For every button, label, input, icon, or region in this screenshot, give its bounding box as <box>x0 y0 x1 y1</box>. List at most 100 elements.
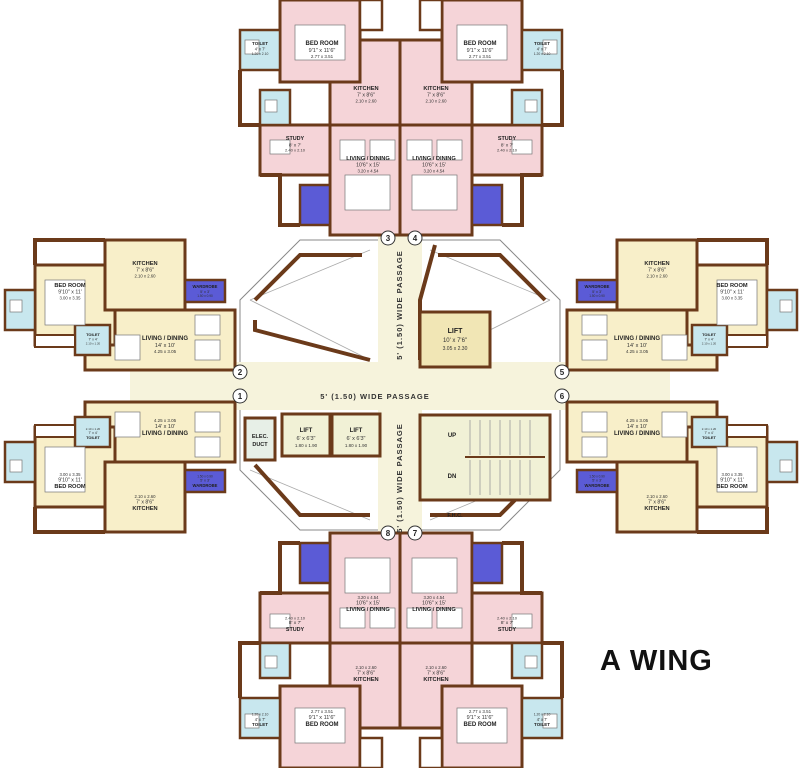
lobby-wall <box>253 463 370 517</box>
elec-duct-line1: ELEC. <box>252 434 269 440</box>
furniture <box>264 655 278 669</box>
room-name: LIVING / DINING <box>346 607 390 613</box>
wardrobe-small <box>726 424 768 438</box>
flat-marker-circle <box>407 525 423 541</box>
furniture <box>194 411 221 433</box>
furniture <box>411 557 458 594</box>
flat-marker-circle <box>554 388 570 404</box>
room-dim: 10'6" x 15' <box>356 601 380 607</box>
lobby-wall <box>253 320 371 362</box>
furniture <box>661 334 688 361</box>
furniture <box>456 707 508 744</box>
room-name: LIVING / DINING <box>142 336 188 342</box>
outer-wall <box>33 507 105 534</box>
room-metric: 2.40 x 2.10 <box>285 148 306 153</box>
outer-wall <box>33 238 105 265</box>
room-metric: 2.10 x 1.20 <box>86 341 101 345</box>
furniture <box>114 411 141 438</box>
room-dim: 4' x 7' <box>255 717 266 722</box>
room-name: BED ROOM <box>716 283 748 289</box>
room-dim: 9'10" x 11' <box>58 478 81 484</box>
room-metric: 3.20 x 4.54 <box>357 168 379 173</box>
room-metric: 4.25 x 3.05 <box>154 418 177 423</box>
lobby-line <box>249 469 371 521</box>
outer-wall <box>542 70 564 127</box>
furniture <box>369 607 396 629</box>
furniture <box>524 99 538 113</box>
furniture <box>406 139 433 161</box>
toilet-inner <box>73 415 112 449</box>
elec-duct <box>243 416 277 462</box>
room-metric: 2.10 x 1.20 <box>702 427 717 431</box>
room-dim: 10'6" x 15' <box>422 163 446 169</box>
flat-marker-5: 5 <box>554 364 570 380</box>
room-dim: 8' x 7' <box>289 620 302 626</box>
room-name: KITCHEN <box>353 677 378 683</box>
room-name: KITCHEN <box>353 86 378 92</box>
outer-wall <box>697 238 769 265</box>
room-metric: 2.77 x 3.51 <box>469 54 492 59</box>
flat-number: 4 <box>413 234 418 243</box>
outer-wall <box>502 173 542 227</box>
room-name: STUDY <box>286 136 305 142</box>
kitchen <box>615 460 699 534</box>
room-dim: 9'10" x 11' <box>720 290 743 296</box>
room-name: KITCHEN <box>132 506 157 512</box>
flat-marker-circle <box>380 230 396 246</box>
room-name: TOILET <box>534 722 550 727</box>
furniture <box>511 613 533 629</box>
room-metric: 2.10 x 2.60 <box>134 494 156 499</box>
flat-marker-circle <box>232 364 248 380</box>
room-name: KITCHEN <box>644 506 669 512</box>
room-dim: 7' x 8'6" <box>427 93 445 99</box>
furniture <box>194 436 221 458</box>
furniture <box>264 99 278 113</box>
room-metric: 3.20 x 4.54 <box>423 595 445 600</box>
room-name: TOILET <box>534 41 550 46</box>
stair-dn-label: DN <box>448 474 457 480</box>
outer-wall <box>260 541 300 595</box>
furniture <box>44 446 86 493</box>
room-name: TOILET <box>702 435 716 440</box>
outer-wall <box>238 641 260 698</box>
room-dim: 7' x 8'6" <box>357 93 375 99</box>
room-dim: 4' x 7' <box>537 717 548 722</box>
flat-number: 7 <box>413 529 418 538</box>
outer-wall <box>260 173 300 227</box>
room-metric: 2.10 x 2.60 <box>355 98 377 103</box>
furniture <box>511 139 533 155</box>
room-name: LIVING / DINING <box>142 431 188 437</box>
lift-a-dim: 6' x 6'3" <box>296 436 315 442</box>
furniture <box>344 557 391 594</box>
room-dim: 7' x 8'6" <box>648 500 666 506</box>
room-metric: 1.50 x 0.90 <box>197 294 213 298</box>
wing-title: A WING <box>600 645 713 677</box>
room-name: STUDY <box>498 627 517 633</box>
furniture <box>369 139 396 161</box>
room-metric: 2.77 x 3.51 <box>311 54 334 59</box>
room-metric: 1.50 x 0.90 <box>589 474 605 478</box>
wardrobe <box>183 278 227 304</box>
furniture <box>716 279 758 326</box>
room-name: BED ROOM <box>54 484 86 490</box>
room-metric: 2.10 x 2.60 <box>646 273 668 278</box>
furniture <box>339 607 366 629</box>
wardrobe <box>575 278 619 304</box>
room-dim: 8' x 7' <box>501 620 514 626</box>
room-dim: 9'10" x 11' <box>58 290 81 296</box>
room-name: TOILET <box>86 332 100 337</box>
vertical-passage-bottom-label: 5' (1.50) WIDE PASSAGE <box>395 423 404 533</box>
room-name: BED ROOM <box>306 41 339 47</box>
room-metric: 3.20 x 4.54 <box>357 595 379 600</box>
room-metric: 3.00 x 3.35 <box>59 295 81 300</box>
flat-marker-8: 8 <box>380 525 396 541</box>
room-dim: 7' x 4' <box>88 431 97 435</box>
furniture <box>581 339 608 361</box>
room-dim: 10'6" x 15' <box>356 163 380 169</box>
furniture <box>581 314 608 336</box>
